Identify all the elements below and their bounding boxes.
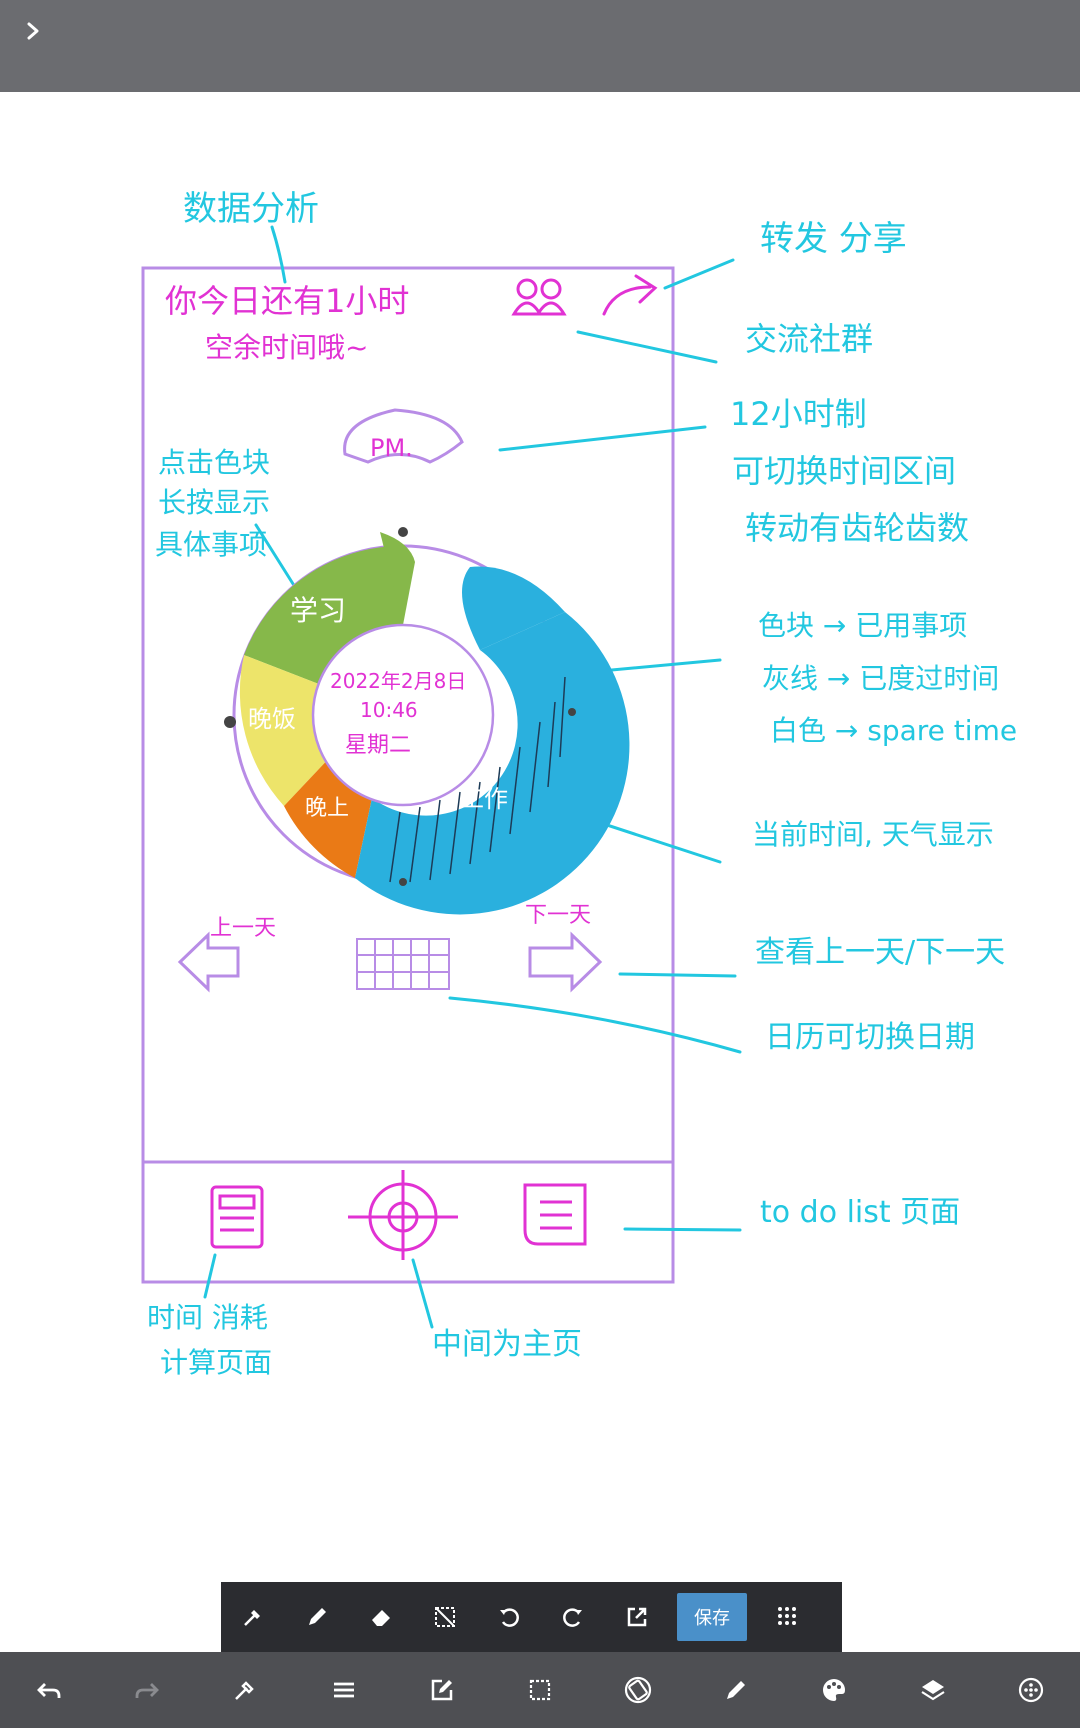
connector-tap bbox=[254, 523, 302, 597]
note-tap-3: 具体事项 bbox=[155, 528, 267, 561]
home-target-icon bbox=[348, 1170, 458, 1260]
note-legend-3: 白色 → spare time bbox=[770, 714, 1017, 747]
edit-icon[interactable] bbox=[407, 1655, 477, 1725]
community-icon bbox=[511, 278, 567, 316]
note-prev-day: 上一天 bbox=[210, 916, 276, 941]
connector-pm bbox=[498, 425, 707, 452]
note-share: 转发 分享 bbox=[760, 219, 907, 259]
note-header-1: 你今日还有1小时 bbox=[165, 282, 409, 320]
label-study: 学习 bbox=[290, 594, 346, 627]
ring-center bbox=[311, 623, 495, 807]
todo-scroll-icon bbox=[523, 1183, 587, 1246]
calculator-icon bbox=[210, 1185, 264, 1249]
phone-frame bbox=[141, 266, 675, 1284]
center-time: 10:46 bbox=[360, 698, 418, 722]
connector-todo bbox=[623, 1227, 742, 1232]
note-mode-2: 可切换时间区间 bbox=[732, 452, 956, 490]
note-mode-1: 12小时制 bbox=[730, 395, 867, 433]
note-calc-1: 时间 消耗 bbox=[147, 1301, 268, 1334]
pen-icon[interactable] bbox=[285, 1582, 349, 1652]
undo-icon[interactable] bbox=[14, 1655, 84, 1725]
rotate-left-icon[interactable] bbox=[477, 1582, 541, 1652]
segment-dinner bbox=[239, 655, 334, 806]
note-calc-2: 计算页面 bbox=[160, 1346, 272, 1379]
note-tap-1: 点击色块 bbox=[158, 446, 270, 479]
note-current-time: 当前时间, 天气显示 bbox=[752, 818, 994, 851]
elapsed-hatch bbox=[389, 676, 566, 883]
note-pm: PM. bbox=[370, 434, 413, 462]
menu-icon[interactable] bbox=[309, 1655, 379, 1725]
calendar-grid-icon bbox=[356, 938, 450, 990]
note-legend-1: 色块 → 已用事项 bbox=[758, 609, 967, 642]
prev-day-arrow bbox=[177, 931, 240, 993]
next-day-arrow bbox=[528, 931, 603, 993]
segment-study bbox=[244, 545, 403, 688]
grid-dots-icon[interactable] bbox=[755, 1582, 819, 1652]
drawing-canvas[interactable]: 数据分析 你今日还有1小时 空余时间哦~ 转发 分享 交流社群 PM. 12小时… bbox=[0, 92, 1080, 1582]
export-icon[interactable] bbox=[605, 1582, 669, 1652]
connector-calc bbox=[203, 1253, 217, 1299]
note-todo: to do list 页面 bbox=[760, 1195, 960, 1230]
note-next-day: 下一天 bbox=[525, 903, 591, 928]
label-dinner: 晚饭 bbox=[248, 705, 296, 733]
more-icon[interactable] bbox=[996, 1655, 1066, 1725]
chevron-right-icon[interactable] bbox=[18, 16, 48, 46]
selection-icon[interactable] bbox=[505, 1655, 575, 1725]
note-header-2: 空余时间哦~ bbox=[205, 331, 368, 364]
layers-icon[interactable] bbox=[898, 1655, 968, 1725]
rotate-canvas-icon[interactable] bbox=[603, 1655, 673, 1725]
connector-community bbox=[576, 330, 718, 364]
sketch-svg: 数据分析 你今日还有1小时 空余时间哦~ 转发 分享 交流社群 PM. 12小时… bbox=[141, 189, 1017, 1379]
segment-work bbox=[355, 612, 630, 915]
label-work: 工作 bbox=[460, 785, 508, 813]
label-evening: 晚上 bbox=[305, 796, 349, 821]
redo-icon[interactable] bbox=[112, 1655, 182, 1725]
top-bar bbox=[0, 0, 1080, 92]
rotate-right-icon[interactable] bbox=[541, 1582, 605, 1652]
connector-reminder bbox=[270, 225, 287, 284]
note-community: 交流社群 bbox=[745, 320, 873, 358]
connector-share bbox=[663, 258, 735, 290]
floating-toolbar: 保存 bbox=[221, 1582, 842, 1652]
connector-calendar bbox=[448, 996, 742, 1054]
bottom-toolbar bbox=[0, 1652, 1080, 1728]
brush-icon[interactable] bbox=[701, 1655, 771, 1725]
save-button[interactable]: 保存 bbox=[677, 1593, 747, 1641]
pm-dial bbox=[343, 408, 464, 464]
connector-home bbox=[411, 1258, 434, 1329]
center-weekday: 星期二 bbox=[345, 733, 411, 758]
palette-icon[interactable] bbox=[799, 1655, 869, 1725]
share-icon bbox=[602, 274, 658, 316]
time-ring bbox=[224, 527, 630, 915]
tick-dot bbox=[399, 878, 407, 886]
connector-view-days bbox=[618, 972, 737, 978]
note-view-days: 查看上一天/下一天 bbox=[755, 935, 1005, 970]
note-mode-3: 转动有齿轮齿数 bbox=[745, 509, 969, 547]
note-tap-2: 长按显示 bbox=[158, 486, 270, 519]
center-date: 2022年2月8日 bbox=[330, 669, 466, 693]
eraser-icon[interactable] bbox=[349, 1582, 413, 1652]
note-reminder: 数据分析 bbox=[183, 189, 319, 229]
eyedropper-icon[interactable] bbox=[221, 1582, 285, 1652]
tick-dot bbox=[568, 708, 576, 716]
deselect-icon[interactable] bbox=[413, 1582, 477, 1652]
tick-dot bbox=[224, 716, 236, 728]
tick-dot bbox=[398, 527, 408, 537]
note-calendar: 日历可切换日期 bbox=[765, 1020, 975, 1055]
note-legend-2: 灰线 → 已度过时间 bbox=[762, 662, 999, 695]
eyedropper-icon[interactable] bbox=[210, 1655, 280, 1725]
note-home: 中间为主页 bbox=[432, 1327, 582, 1362]
